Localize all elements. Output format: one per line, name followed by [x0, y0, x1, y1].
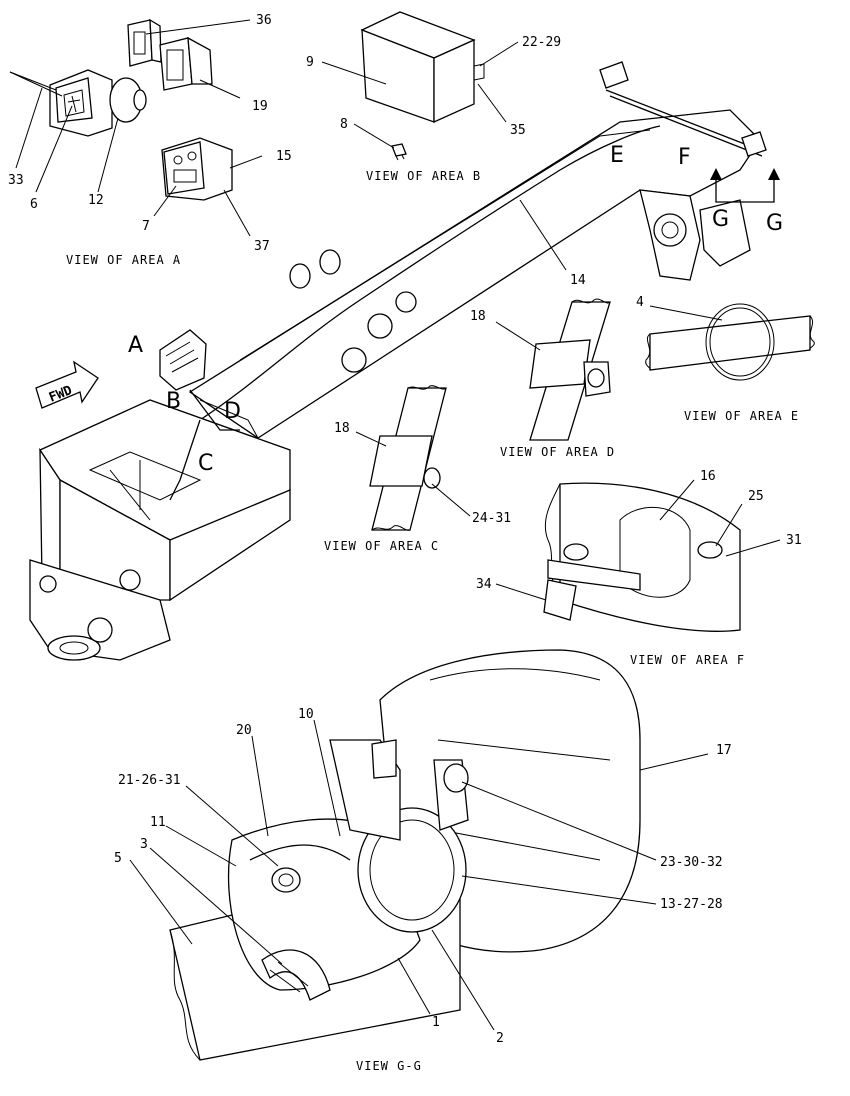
area-letter-d: D	[224, 399, 241, 424]
callout-37: 37	[254, 239, 270, 254]
main-frame-assembly: FWD A B C D E F G G 14	[29, 61, 783, 661]
callout-16: 16	[700, 469, 716, 484]
area-letter-f: F	[678, 145, 691, 170]
view-title-area-f: VIEW OF AREA F	[630, 653, 745, 667]
rocker-switch-36-icon	[127, 18, 162, 67]
callout-8: 8	[340, 117, 348, 132]
view-title-g-g: VIEW G-G	[356, 1059, 422, 1073]
callout-36: 36	[256, 13, 272, 28]
view-title-area-c: VIEW OF AREA C	[324, 539, 439, 553]
hazard-switch-icon	[49, 69, 147, 137]
view-area-e: 4 VIEW OF AREA E	[636, 295, 815, 423]
callout-13-27-28: 13-27-28	[660, 897, 723, 912]
view-title-area-a: VIEW OF AREA A	[66, 253, 181, 267]
callout-1: 1	[432, 1015, 440, 1030]
callout-10: 10	[298, 707, 314, 722]
callout-34: 34	[476, 577, 492, 592]
rocker-switch-19-icon	[159, 36, 213, 91]
area-letter-g-left: G	[712, 207, 729, 232]
area-letter-g-right: G	[766, 211, 783, 236]
callout-24-31: 24-31	[472, 511, 511, 526]
callout-31: 31	[786, 533, 802, 548]
callout-18-area-c: 18	[334, 421, 350, 436]
view-title-area-d: VIEW OF AREA D	[500, 445, 615, 459]
fwd-arrow-icon: FWD	[35, 360, 99, 409]
view-area-b: 9 22-29 35 8 VIEW OF AREA B	[306, 11, 561, 183]
callout-7: 7	[142, 219, 150, 234]
callout-4: 4	[636, 295, 644, 310]
callout-20: 20	[236, 723, 252, 738]
area-letter-a: A	[128, 333, 143, 358]
callout-3: 3	[140, 837, 148, 852]
callout-23-30-32: 23-30-32	[660, 855, 723, 870]
callout-5: 5	[114, 851, 122, 866]
section-arrows-icon	[710, 168, 780, 203]
callout-15: 15	[276, 149, 292, 164]
relay-box-icon	[360, 11, 485, 124]
area-letter-b: B	[166, 389, 181, 414]
area-letter-c: C	[198, 451, 213, 476]
callout-35: 35	[510, 123, 526, 138]
view-area-c: 18 24-31 VIEW OF AREA C	[324, 385, 511, 553]
fuse-clip-icon	[391, 143, 407, 161]
callout-21-26-31: 21-26-31	[118, 773, 181, 788]
callout-18-area-d: 18	[470, 309, 486, 324]
callout-22-29: 22-29	[522, 35, 561, 50]
callout-6: 6	[30, 197, 38, 212]
callout-14: 14	[570, 273, 586, 288]
callout-25: 25	[748, 489, 764, 504]
callout-17: 17	[716, 743, 732, 758]
view-g-g: 20 10 17 21-26-31 11 3 5 23-30-32 13-27-…	[114, 649, 732, 1073]
view-area-d: 18 VIEW OF AREA D	[470, 298, 615, 459]
view-area-a: 36 19 33 6 12 15 7 37 VIEW OF AREA A	[8, 13, 292, 267]
callout-9: 9	[306, 55, 314, 70]
callout-11: 11	[150, 815, 166, 830]
switch-15-icon	[161, 137, 233, 201]
callout-12: 12	[88, 193, 104, 208]
view-title-area-e: VIEW OF AREA E	[684, 409, 799, 423]
callout-33: 33	[8, 173, 24, 188]
area-letter-e: E	[610, 143, 624, 168]
view-area-f: 16 25 31 34 VIEW OF AREA F	[476, 469, 802, 667]
callout-2: 2	[496, 1031, 504, 1046]
view-title-area-b: VIEW OF AREA B	[366, 169, 481, 183]
callout-19: 19	[252, 99, 268, 114]
